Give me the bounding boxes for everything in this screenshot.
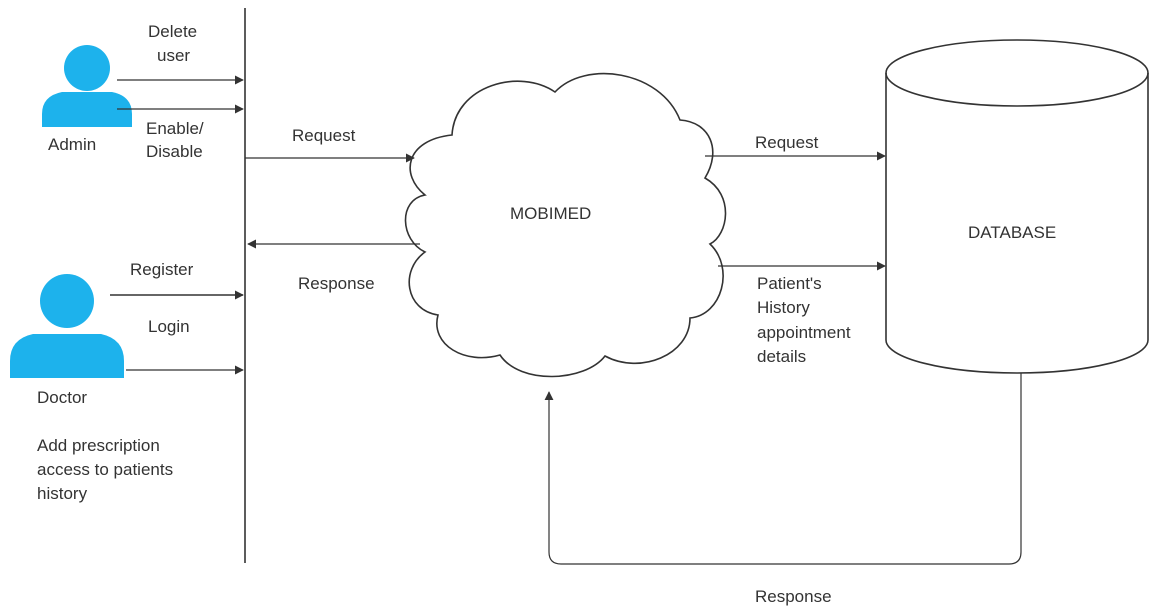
- response-from-cloud-label: Response: [298, 274, 375, 293]
- database-label: DATABASE: [968, 223, 1056, 242]
- mobimed-label: MOBIMED: [510, 204, 591, 223]
- db-info-line-2: History: [757, 298, 810, 317]
- doctor-note-line-3: history: [37, 484, 88, 503]
- request-to-db-label: Request: [755, 133, 819, 152]
- register-label: Register: [130, 260, 194, 279]
- mobimed-cloud-shape: [404, 72, 727, 378]
- doctor-user-icon: [10, 274, 124, 378]
- delete-label-line-1: Delete: [148, 22, 197, 41]
- admin-label: Admin: [48, 135, 96, 154]
- enable-label-line-1: Enable/: [146, 119, 204, 138]
- db-info-line-4: details: [757, 347, 806, 366]
- delete-label-line-2: user: [157, 46, 190, 65]
- response-from-db-arrow: [544, 373, 1022, 565]
- doctor-label: Doctor: [37, 388, 87, 407]
- enable-label-line-2: Disable: [146, 142, 203, 161]
- db-info-line-1: Patient's: [757, 274, 822, 293]
- database-cylinder: [885, 39, 1149, 374]
- db-info-line-3: appointment: [757, 323, 851, 342]
- admin-user-icon: [42, 45, 132, 127]
- request-to-cloud-label: Request: [292, 126, 356, 145]
- doctor-note-line-2: access to patients: [37, 460, 173, 479]
- response-from-db-label: Response: [755, 587, 832, 606]
- doctor-note-line-1: Add prescription: [37, 436, 160, 455]
- login-label: Login: [148, 317, 190, 336]
